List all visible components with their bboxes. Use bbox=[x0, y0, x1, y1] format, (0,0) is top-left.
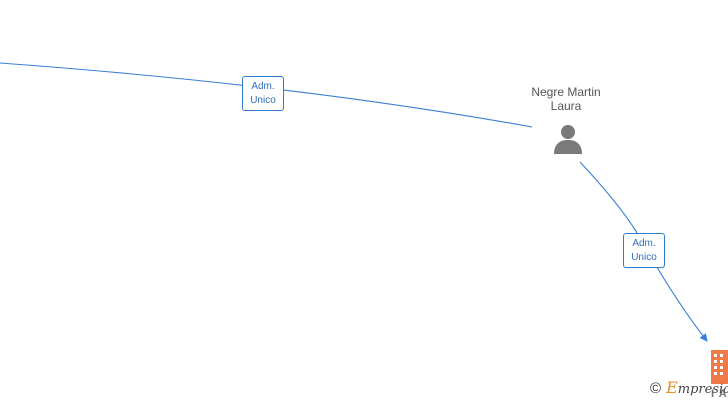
person-icon[interactable] bbox=[552, 123, 584, 155]
copyright-symbol: © bbox=[650, 379, 662, 397]
edge-label-2-line1: Adm. bbox=[632, 238, 656, 249]
brand-initial: E bbox=[666, 377, 678, 397]
edge-label-1[interactable]: Adm. Unico bbox=[242, 76, 284, 111]
person-node-name[interactable]: Negre Martin Laura bbox=[516, 85, 616, 113]
edge-label-1-line1: Adm. bbox=[251, 81, 275, 92]
brand-rest: mpresia bbox=[677, 381, 728, 397]
watermark: © Empresia bbox=[650, 378, 728, 398]
person-name-line2: Laura bbox=[550, 99, 582, 113]
edge-label-2[interactable]: Adm. Unico bbox=[623, 233, 665, 268]
person-name-line1: Negre Martin bbox=[531, 85, 601, 99]
brand-logo: Empresia bbox=[666, 377, 728, 397]
edge-label-1-line2: Unico bbox=[250, 95, 276, 106]
company-node-label: I A bbox=[711, 388, 728, 400]
edge-label-2-line2: Unico bbox=[631, 252, 657, 263]
building-icon[interactable] bbox=[709, 350, 728, 384]
